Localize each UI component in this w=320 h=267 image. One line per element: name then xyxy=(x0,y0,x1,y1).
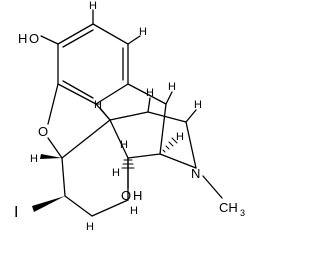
molecule-structure-diagram: H O O N CH 3 O H I H H H H H H H H H H H… xyxy=(14,0,245,233)
bond-h-c10 xyxy=(165,91,173,105)
bond-furan-3 xyxy=(61,119,111,159)
bond-c14-c13 xyxy=(109,119,129,159)
h-c7a: H xyxy=(120,139,128,151)
atom-methyl-sub: 3 xyxy=(240,208,245,218)
bond-c6-c7 xyxy=(64,195,93,217)
h-c7b: H xyxy=(112,167,120,179)
bond-ring-1 xyxy=(57,23,94,45)
bond-n-methyl xyxy=(202,175,223,199)
h-c8a: H xyxy=(86,221,94,233)
bond-phenol-o xyxy=(40,35,59,45)
bond-h-c16 xyxy=(185,109,197,123)
bond-c7-c8 xyxy=(91,199,129,217)
atom-hydroxyl-h: H xyxy=(133,188,142,203)
bond-c16-n xyxy=(185,121,197,169)
atom-phenol-h: H xyxy=(18,31,27,46)
bond-ring-2 xyxy=(92,23,129,45)
bond-c6-i-wedge xyxy=(32,196,65,212)
bond-h-c15 xyxy=(147,97,151,113)
bond-c5-h-wedge xyxy=(40,154,62,159)
bond-c5-c6 xyxy=(61,157,66,197)
stereo-h-labels: H H H H H H H H H H H H xyxy=(30,0,202,233)
bond-furan-1 xyxy=(47,83,59,125)
atom-methyl: CH xyxy=(219,200,238,215)
h-c14-b: H xyxy=(194,99,202,111)
bond-c14-h-hashed xyxy=(121,159,135,169)
structure-canvas: H O O N CH 3 O H I H H H H H H H H H H H… xyxy=(14,0,245,233)
bond-h-c13 xyxy=(99,107,111,121)
h-top-3: H xyxy=(94,99,102,111)
atom-hydroxyl-o: O xyxy=(121,188,131,203)
bond-furan-2 xyxy=(47,137,63,159)
bond-h-top-2 xyxy=(127,35,141,45)
bond-ring-5-inner xyxy=(62,80,94,99)
h-top-2: H xyxy=(139,26,147,38)
atom-substituent-left: I xyxy=(14,204,18,221)
h-c6: H xyxy=(168,81,176,93)
h-c14-a: H xyxy=(146,87,154,99)
bond-c10-c11 xyxy=(127,83,167,105)
bond-c9-n xyxy=(159,153,197,169)
atom-phenol-o: O xyxy=(29,31,39,46)
bond-c15-c16 xyxy=(147,111,187,123)
h-c5: H xyxy=(30,153,38,165)
h-c8b: H xyxy=(130,205,138,217)
bonds xyxy=(32,9,223,217)
atom-amine-n: N xyxy=(191,166,200,181)
bond-ring-1-inner xyxy=(62,29,94,48)
bond-ring-4 xyxy=(95,83,129,105)
h-c9: H xyxy=(176,131,184,143)
atom-ether-o: O xyxy=(38,124,48,139)
atom-labels: H O O N CH 3 O H I xyxy=(14,31,245,221)
bond-c13-c15 xyxy=(109,111,149,121)
bond-ring-5 xyxy=(57,83,97,105)
bond-c9-c10 xyxy=(159,103,167,155)
bond-c9-h-hashed xyxy=(162,137,178,153)
bond-c14-c9 xyxy=(127,153,161,159)
h-top-1: H xyxy=(89,0,97,12)
